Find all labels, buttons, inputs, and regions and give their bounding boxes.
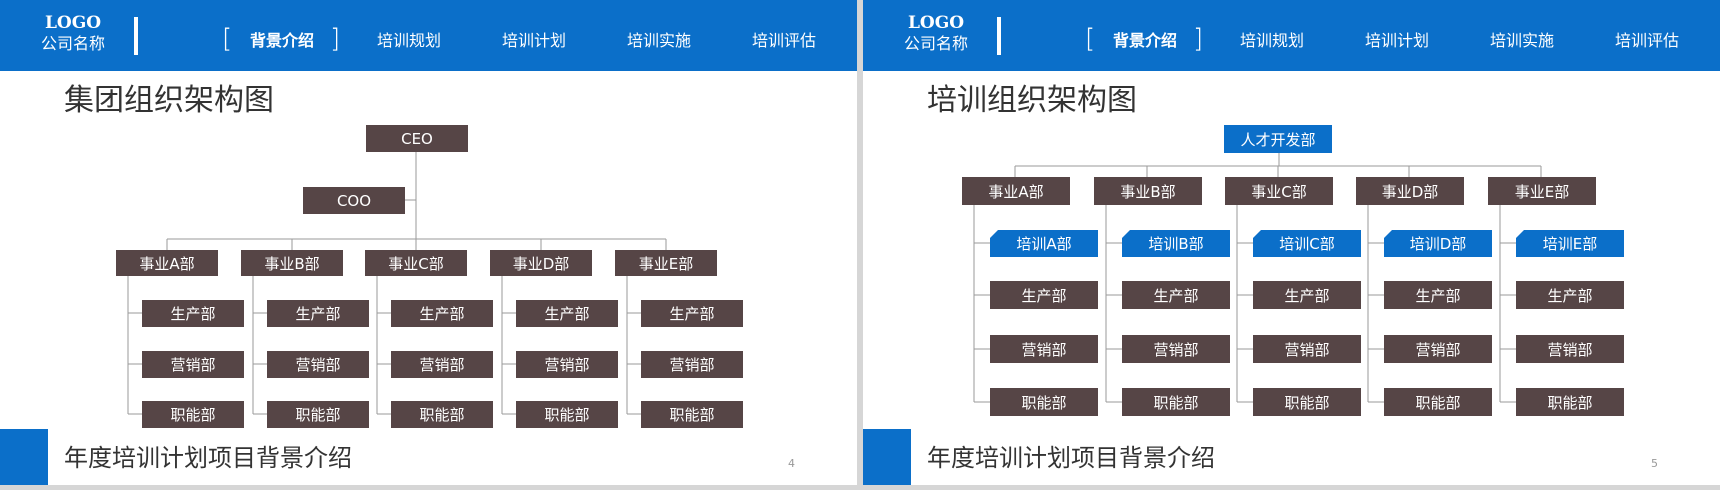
active-bracket-right: ] [330, 24, 341, 54]
slide-group-org-chart: LOGO 公司名称 [ 背景介绍 ] 培训规划 培训计划 培训实施 培训评估 集… [0, 0, 857, 485]
org-node-division-a: 事业A部 [116, 250, 218, 276]
org-node-division-c: 事业C部 [1225, 177, 1333, 205]
org-node-dept: 营销部 [391, 351, 493, 378]
org-node-training-d: 培训D部 [1384, 230, 1492, 257]
org-node-dept: 生产部 [641, 300, 743, 327]
active-bracket-right: ] [1193, 24, 1204, 54]
footer-accent-block [863, 429, 911, 485]
page-number: 5 [1651, 457, 1658, 470]
org-node-dept: 生产部 [516, 300, 618, 327]
org-node-division-b: 事业B部 [241, 250, 343, 276]
company-name: 公司名称 [40, 34, 105, 53]
org-node-dept: 营销部 [641, 351, 743, 378]
org-node-dept: 营销部 [267, 351, 369, 378]
nav-item-schedule[interactable]: 培训计划 [502, 31, 567, 50]
org-node-dept: 职能部 [990, 388, 1098, 416]
org-node-division-b: 事业B部 [1094, 177, 1202, 205]
org-node-dept: 职能部 [391, 401, 493, 428]
header-bar: LOGO 公司名称 [ 背景介绍 ] 培训规划 培训计划 培训实施 培训评估 [0, 0, 857, 71]
org-node-dept: 营销部 [142, 351, 244, 378]
org-node-dept: 生产部 [990, 281, 1098, 309]
org-chart-connectors [127, 152, 667, 415]
org-node-talent-development: 人才开发部 [1224, 125, 1332, 153]
org-node-division-d: 事业D部 [490, 250, 592, 276]
slide-title: 培训组织架构图 [927, 83, 1137, 118]
org-node-dept: 营销部 [1253, 335, 1361, 363]
active-bracket-left: [ [222, 24, 233, 54]
page-number: 4 [788, 457, 795, 470]
org-node-dept: 职能部 [267, 401, 369, 428]
logo: LOGO 公司名称 [28, 14, 118, 55]
active-bracket-left: [ [1085, 24, 1096, 54]
org-node-training-a: 培训A部 [990, 230, 1098, 257]
org-node-dept: 营销部 [516, 351, 618, 378]
slide-title: 集团组织架构图 [64, 83, 274, 118]
org-chart-connectors [973, 153, 1542, 403]
nav-item-schedule[interactable]: 培训计划 [1365, 31, 1430, 50]
org-node-dept: 生产部 [1122, 281, 1230, 309]
nav-item-implementation[interactable]: 培训实施 [1490, 31, 1555, 50]
org-node-dept: 营销部 [1122, 335, 1230, 363]
company-name: 公司名称 [903, 34, 968, 53]
footer-title: 年度培训计划项目背景介绍 [927, 444, 1215, 472]
org-node-division-e: 事业E部 [1488, 177, 1596, 205]
org-node-dept: 营销部 [990, 335, 1098, 363]
footer-title: 年度培训计划项目背景介绍 [64, 444, 352, 472]
org-node-training-e: 培训E部 [1516, 230, 1624, 257]
org-node-dept: 生产部 [391, 300, 493, 327]
org-node-division-c: 事业C部 [365, 250, 467, 276]
logo: LOGO 公司名称 [891, 14, 981, 55]
org-node-training-c: 培训C部 [1253, 230, 1361, 257]
org-node-dept: 营销部 [1384, 335, 1492, 363]
nav-item-implementation[interactable]: 培训实施 [627, 31, 692, 50]
org-node-dept: 营销部 [1516, 335, 1624, 363]
org-node-ceo: CEO [366, 125, 468, 152]
org-node-coo: COO [303, 187, 405, 214]
header-divider [997, 17, 1001, 55]
org-node-dept: 生产部 [142, 300, 244, 327]
org-node-dept: 职能部 [1384, 388, 1492, 416]
org-node-dept: 生产部 [1253, 281, 1361, 309]
nav-item-evaluation[interactable]: 培训评估 [1615, 31, 1680, 50]
nav-item-background[interactable]: 背景介绍 [250, 31, 315, 50]
org-node-dept: 生产部 [1384, 281, 1492, 309]
org-node-dept: 生产部 [1516, 281, 1624, 309]
org-node-division-a: 事业A部 [962, 177, 1070, 205]
org-node-dept: 职能部 [1516, 388, 1624, 416]
org-node-dept: 生产部 [267, 300, 369, 327]
org-node-dept: 职能部 [641, 401, 743, 428]
nav-item-planning[interactable]: 培训规划 [377, 31, 442, 50]
nav-item-evaluation[interactable]: 培训评估 [752, 31, 817, 50]
footer-accent-block [0, 429, 48, 485]
org-node-training-b: 培训B部 [1122, 230, 1230, 257]
nav-item-background[interactable]: 背景介绍 [1113, 31, 1178, 50]
org-node-division-d: 事业D部 [1356, 177, 1464, 205]
header-bar: LOGO 公司名称 [ 背景介绍 ] 培训规划 培训计划 培训实施 培训评估 [863, 0, 1720, 71]
org-node-dept: 职能部 [1122, 388, 1230, 416]
slide-training-org-chart: LOGO 公司名称 [ 背景介绍 ] 培训规划 培训计划 培训实施 培训评估 培… [863, 0, 1720, 485]
org-node-dept: 职能部 [516, 401, 618, 428]
logo-text: LOGO [907, 13, 965, 33]
org-node-division-e: 事业E部 [615, 250, 717, 276]
org-node-dept: 职能部 [1253, 388, 1361, 416]
nav-item-planning[interactable]: 培训规划 [1240, 31, 1305, 50]
org-node-dept: 职能部 [142, 401, 244, 428]
logo-text: LOGO [44, 13, 102, 33]
header-divider [134, 17, 138, 55]
